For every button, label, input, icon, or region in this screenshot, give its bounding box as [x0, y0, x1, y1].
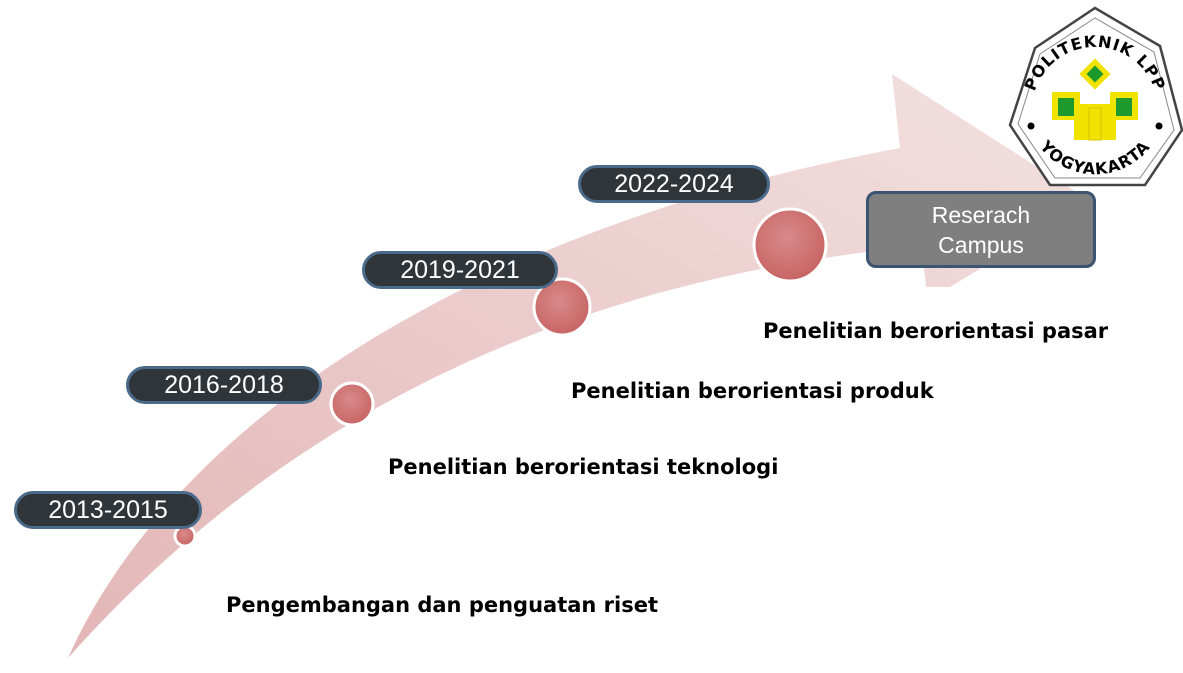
stage-label-1: Pengembangan dan penguatan riset	[226, 593, 659, 617]
politeknik-lpp-logo: POLITEKNIK LPP YOGYAKARTA	[1008, 6, 1183, 187]
research-campus-goal-box: Reserach Campus	[866, 191, 1096, 268]
growth-arrow	[68, 74, 1092, 658]
period-2016-2018-pill: 2016-2018	[126, 366, 322, 404]
stage-label-4: Penelitian berorientasi pasar	[763, 319, 1109, 343]
period-2013-2015-pill: 2013-2015	[14, 491, 202, 529]
milestone-dot-2	[329, 381, 375, 427]
milestone-dot-3	[532, 277, 592, 337]
stage-label-3: Penelitian berorientasi produk	[571, 379, 934, 403]
step-cut-1	[375, 428, 625, 458]
period-2022-2024-pill: 2022-2024	[578, 165, 770, 203]
milestone-dot-4	[752, 207, 828, 283]
stage-label-2: Penelitian berorientasi teknologi	[388, 455, 779, 479]
milestone-dot-1	[173, 524, 197, 548]
step-cut-2	[556, 356, 786, 386]
period-2019-2021-pill: 2019-2021	[362, 251, 558, 289]
goal-line-2: Campus	[938, 231, 1024, 258]
step-cut-3	[750, 287, 1183, 319]
goal-line-1: Reserach	[931, 201, 1031, 228]
